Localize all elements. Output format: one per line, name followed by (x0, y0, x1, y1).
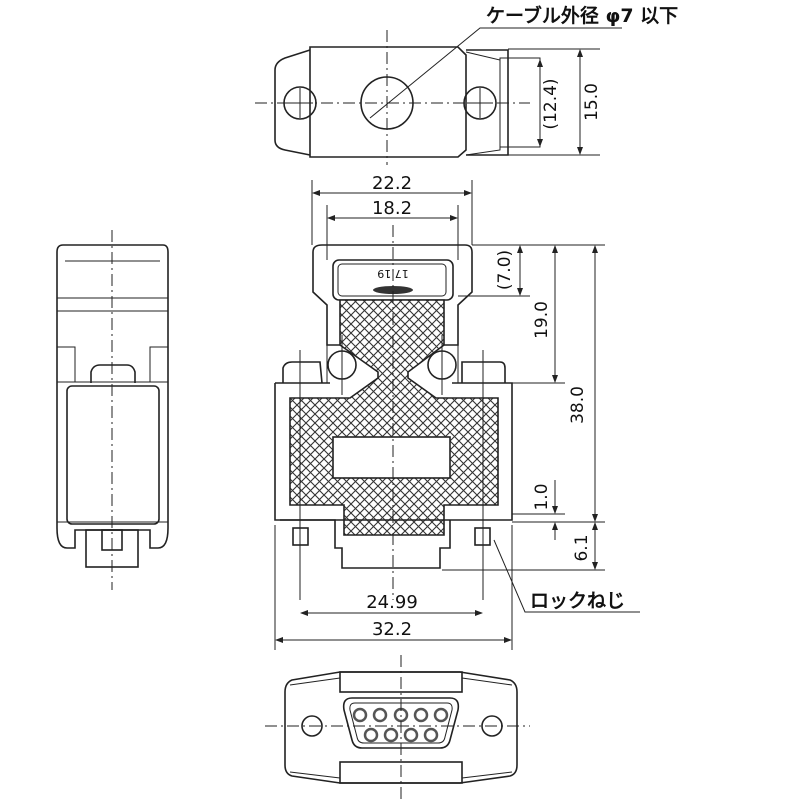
top-view: ケーブル外径 φ7 以下 (12.4) 15.0 (255, 4, 678, 165)
lock-screw (474, 527, 491, 546)
screw-hole (301, 715, 323, 737)
side-view (56, 230, 169, 590)
lock-screw (292, 527, 309, 546)
dim-22-2: 22.2 (372, 173, 412, 194)
dim-1-0: 1.0 (532, 483, 552, 510)
dim-7-0: (7.0) (495, 250, 515, 290)
dim-24-99: 24.99 (366, 592, 418, 613)
label-plate (337, 263, 447, 297)
front-view: 22.2 18.2 17.19 (7.0) 19.0 38.0 1.0 6.1 (274, 173, 640, 650)
d-sub-shell (342, 697, 460, 749)
bottom-view (265, 655, 530, 800)
dim-19-0: 19.0 (532, 301, 552, 339)
cable-note: ケーブル外径 φ7 以下 (486, 4, 678, 27)
dim-15-0: 15.0 (582, 83, 602, 121)
dim-12-4: (12.4) (541, 78, 561, 129)
dim-18-2: 18.2 (372, 198, 412, 219)
dim-32-2: 32.2 (372, 619, 412, 640)
dim-6-1: 6.1 (572, 534, 592, 561)
dim-38-0: 38.0 (568, 386, 588, 424)
strain-relief-section (289, 299, 499, 536)
lock-screw-label: ロックねじ (530, 590, 625, 612)
